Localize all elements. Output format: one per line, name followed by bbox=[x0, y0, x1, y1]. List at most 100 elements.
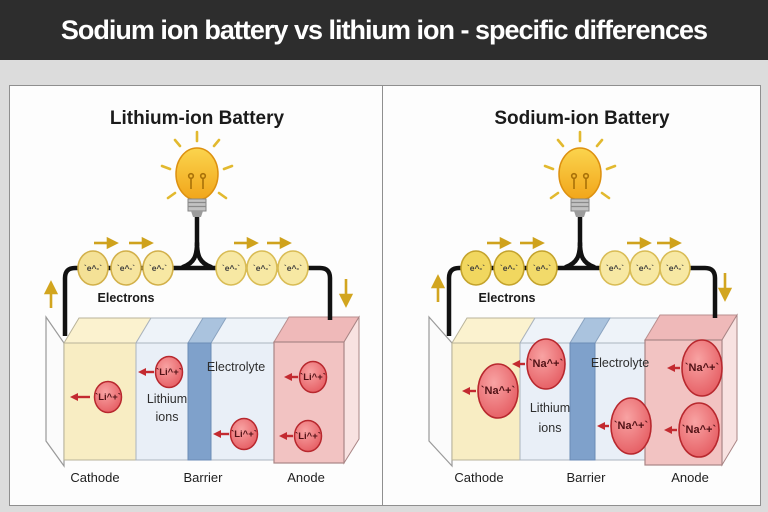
anode-side-face bbox=[721, 313, 738, 467]
electron: `e^-` bbox=[493, 250, 525, 286]
cathode-label: Cathode bbox=[70, 470, 119, 485]
electron: `e^-` bbox=[629, 250, 661, 286]
down-arrow-icon bbox=[717, 273, 733, 302]
flow-arrow-icon bbox=[627, 236, 652, 250]
ion-caption-line2: ions bbox=[156, 410, 179, 424]
ion-arrow-icon bbox=[279, 432, 287, 440]
svg-text:`Li^+`: `Li^+` bbox=[95, 392, 121, 403]
main-title: Sodium ion battery vs lithium ion - spec… bbox=[60, 14, 708, 45]
electron: `e^-` bbox=[110, 250, 142, 286]
panels-row: Lithium-ion Battery bbox=[9, 85, 761, 506]
header-bar: Sodium ion battery vs lithium ion - spec… bbox=[0, 0, 768, 60]
panel-title: Sodium-ion Battery bbox=[494, 108, 670, 129]
bulb-screw-threads bbox=[571, 201, 589, 208]
anode-label: Anode bbox=[287, 470, 325, 485]
electrolyte-label: Electrolyte bbox=[207, 360, 265, 374]
ion-row: `Li^+` `Li^+` `Li^+` `Li^+` bbox=[70, 355, 328, 453]
svg-text:`e^-`: `e^-` bbox=[284, 263, 302, 273]
sodium-ion: `Na^+` bbox=[597, 397, 652, 455]
electrons-caption: Electrons bbox=[98, 291, 155, 305]
wire-junction bbox=[563, 240, 597, 270]
up-arrow-icon bbox=[43, 280, 59, 308]
svg-text:`e^-`: `e^-` bbox=[636, 263, 654, 273]
ion-arrow-icon bbox=[664, 426, 672, 434]
sodium-ion: `Na^+` bbox=[462, 363, 519, 419]
lithium-ion: `Li^+` bbox=[284, 360, 328, 394]
barrier-label: Barrier bbox=[566, 470, 606, 485]
electron: `e^-` bbox=[659, 250, 691, 286]
bulb-glass bbox=[175, 147, 219, 201]
lithium-ion: `Li^+` bbox=[138, 355, 184, 389]
ion-arrow-icon bbox=[512, 360, 520, 368]
svg-text:`Na^+`: `Na^+` bbox=[529, 358, 564, 370]
ion-arrow-icon bbox=[70, 393, 78, 401]
flow-arrow-icon bbox=[129, 236, 154, 250]
up-arrow-icon bbox=[430, 274, 446, 302]
svg-text:`e^-`: `e^-` bbox=[606, 263, 624, 273]
svg-text:`e^-`: `e^-` bbox=[117, 263, 135, 273]
lithium-panel: Lithium-ion Battery bbox=[10, 86, 382, 505]
bulb-glass bbox=[558, 147, 602, 201]
electron: `e^-` bbox=[526, 250, 558, 286]
electron: `e^-` bbox=[215, 250, 247, 286]
flow-arrow-icon bbox=[267, 236, 292, 250]
anode-side-face bbox=[343, 315, 360, 465]
svg-text:`Na^+`: `Na^+` bbox=[614, 420, 649, 432]
current-collector-cap bbox=[45, 315, 65, 468]
flow-arrow-icon bbox=[520, 236, 545, 250]
wire-junction bbox=[180, 240, 214, 270]
bulb-rays-icon bbox=[543, 130, 617, 200]
circuit-direction-arrows bbox=[43, 279, 354, 308]
ion-arrow-icon bbox=[213, 430, 221, 438]
electron: `e^-` bbox=[77, 250, 109, 286]
barrier-label: Barrier bbox=[183, 470, 223, 485]
svg-text:`Li^+`: `Li^+` bbox=[300, 372, 326, 383]
svg-text:`Na^+`: `Na^+` bbox=[682, 424, 717, 436]
ion-row: `Na^+` `Na^+` `Na^+` `Na^+` bbox=[462, 338, 723, 458]
barrier-region bbox=[187, 342, 212, 461]
down-arrow-icon bbox=[338, 279, 354, 308]
svg-text:`Li^+`: `Li^+` bbox=[231, 429, 257, 440]
electron: `e^-` bbox=[142, 250, 174, 286]
ion-arrow-icon bbox=[667, 364, 675, 372]
light-bulb bbox=[543, 130, 617, 270]
ion-arrow-icon bbox=[462, 387, 470, 395]
svg-text:`Li^+`: `Li^+` bbox=[156, 367, 182, 378]
circuit-direction-arrows bbox=[430, 273, 733, 302]
bulb-filament bbox=[187, 172, 207, 189]
electron: `e^-` bbox=[460, 250, 492, 286]
cathode-label: Cathode bbox=[454, 470, 503, 485]
bulb-screw-threads bbox=[188, 201, 206, 208]
flow-arrow-icon bbox=[657, 236, 682, 250]
flow-arrow-icon bbox=[94, 236, 119, 250]
svg-text:`Li^+`: `Li^+` bbox=[295, 431, 321, 442]
bulb-rays-icon bbox=[160, 130, 234, 200]
bulb-screw-base bbox=[187, 198, 207, 212]
svg-text:`e^-`: `e^-` bbox=[500, 263, 518, 273]
lithium-ion: `Li^+` bbox=[70, 380, 123, 414]
svg-text:`e^-`: `e^-` bbox=[149, 263, 167, 273]
lithium-ion: `Li^+` bbox=[213, 417, 259, 451]
svg-text:`e^-`: `e^-` bbox=[253, 263, 271, 273]
light-bulb bbox=[160, 130, 234, 270]
svg-text:`e^-`: `e^-` bbox=[84, 263, 102, 273]
barrier-region bbox=[569, 342, 596, 461]
electron-flow-arrows bbox=[94, 236, 292, 250]
sodium-ion: `Na^+` bbox=[664, 402, 720, 458]
svg-text:`e^-`: `e^-` bbox=[467, 263, 485, 273]
svg-text:`e^-`: `e^-` bbox=[533, 263, 551, 273]
flow-arrow-icon bbox=[234, 236, 259, 250]
electrolyte-label: Electrolyte bbox=[591, 356, 649, 370]
anode-top-face bbox=[644, 314, 738, 341]
flow-arrow-icon bbox=[487, 236, 512, 250]
ion-arrow-icon bbox=[597, 422, 605, 430]
svg-text:`e^-`: `e^-` bbox=[222, 263, 240, 273]
sodium-ion: `Na^+` bbox=[667, 339, 723, 397]
svg-text:`Na^+`: `Na^+` bbox=[685, 362, 720, 374]
electron-flow-arrows bbox=[487, 236, 682, 250]
ion-caption-line2: ions bbox=[539, 421, 562, 435]
electron-row: `e^-` `e^-` `e^-` `e^-` `e^-` `e^-` bbox=[460, 250, 691, 286]
svg-text:`e^-`: `e^-` bbox=[666, 263, 684, 273]
ion-arrow-icon bbox=[138, 368, 146, 376]
electron: `e^-` bbox=[599, 250, 631, 286]
